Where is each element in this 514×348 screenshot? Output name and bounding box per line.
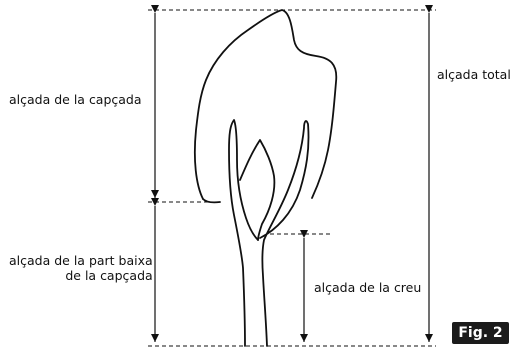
lower-crown-height-label-line1: alçada de la part baixa: [9, 253, 153, 268]
tree-trunk-left-outline: [229, 120, 258, 346]
fork-height-label: alçada de la creu: [314, 280, 421, 295]
crown-height-label: alçada de la capçada: [9, 92, 142, 107]
lower-crown-height-label: alçada de la part baixa de la capçada: [9, 253, 153, 283]
lower-crown-height-label-line2: de la capçada: [9, 268, 153, 283]
tree-drawing: [195, 10, 336, 346]
inner-branch-outline: [240, 140, 274, 240]
figure-number-badge: Fig. 2: [452, 322, 509, 344]
tree-crown-outline: [195, 10, 336, 199]
total-height-label: alçada total: [437, 67, 511, 82]
